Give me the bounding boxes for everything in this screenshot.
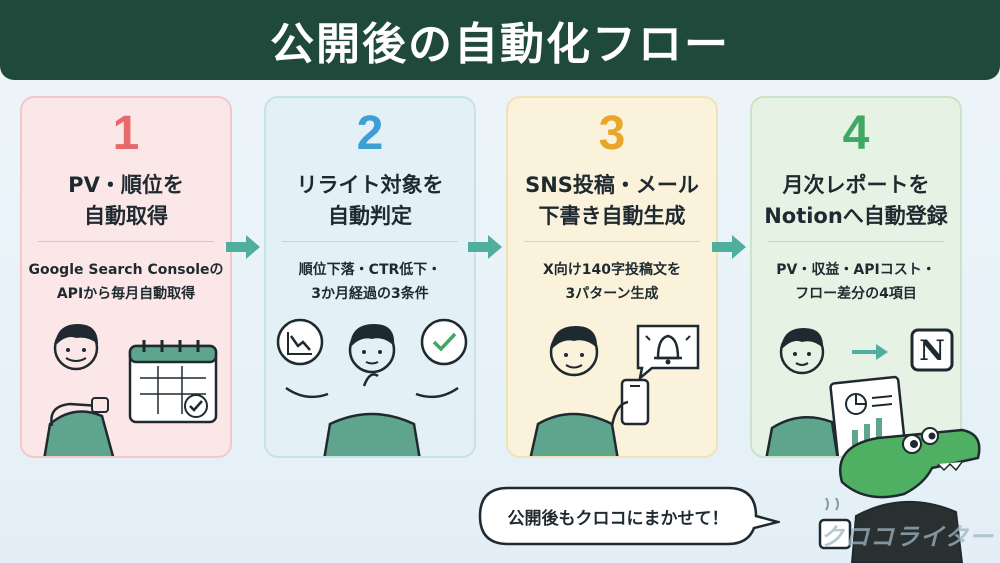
step-description: PV・収益・APIコスト・ フロー差分の4項目 [752, 258, 960, 306]
step-number: 4 [842, 107, 870, 160]
step-number: 2 [356, 107, 384, 160]
step-desc-line: X向け140字投稿文を [542, 262, 682, 278]
step-number: 1 [112, 107, 140, 160]
step-desc-line: 3か月経過の3条件 [311, 286, 429, 302]
speech-bubble-shape [478, 486, 780, 546]
step-description: 順位下落・CTR低下・ 3か月経過の3条件 [266, 258, 474, 306]
step-card-2: 2 リライト対象を 自動判定 順位下落・CTR低下・ 3か月経過の3条件 [264, 96, 476, 458]
step-title: PV・順位を 自動取得 [22, 170, 230, 232]
step-title-line: SNS投稿・メール [525, 173, 699, 197]
calendar-icon [128, 340, 218, 424]
header-banner: 公開後の自動化フロー [0, 0, 1000, 80]
speech-bubble: 公開後もクロコにまかせて！ [478, 486, 780, 546]
chart-and-check-illustration [276, 318, 468, 456]
step-title-line: 月次レポートを [782, 173, 930, 197]
notion-logo-icon: N [910, 328, 954, 372]
check-circle-icon [420, 318, 468, 366]
bell-notification-icon [636, 324, 700, 382]
phone-bell-illustration [529, 324, 700, 456]
step-desc-line: APIから毎月自動取得 [56, 286, 196, 302]
step-title-line: 自動判定 [328, 204, 412, 228]
declining-chart-icon [276, 318, 324, 366]
svg-text:N: N [919, 334, 945, 367]
step-title-line: 自動取得 [84, 204, 168, 228]
step-title-line: 下書き自動生成 [538, 204, 686, 228]
smartphone-icon [610, 378, 650, 427]
divider [38, 241, 214, 242]
brand-logo: クロコライター [820, 523, 995, 551]
coffee-cup-icon [818, 518, 852, 550]
arrow-right-icon [226, 235, 260, 259]
step-desc-line: PV・収益・APIコスト・ [776, 262, 936, 278]
step-desc-line: Google Search Consoleの [28, 262, 224, 278]
step-title: リライト対象を 自動判定 [266, 170, 474, 232]
step-description: Google Search Consoleの APIから毎月自動取得 [22, 258, 230, 306]
calendar-check-illustration [43, 324, 218, 456]
divider [282, 241, 458, 242]
person-icon [765, 328, 839, 456]
step-description: X向け140字投稿文を 3パターン生成 [508, 258, 716, 306]
divider [768, 241, 944, 242]
step-number: 3 [598, 107, 626, 160]
step-card-1: 1 PV・順位を 自動取得 Google Search Consoleの API… [20, 96, 232, 458]
arrow-right-icon [468, 235, 502, 259]
arrow-right-icon [712, 235, 746, 259]
step-title: 月次レポートを Notionへ自動登録 [752, 170, 960, 232]
step-card-3: 3 SNS投稿・メール 下書き自動生成 X向け140字投稿文を 3パターン生成 [506, 96, 718, 458]
crocodile-mascot-icon [818, 427, 981, 563]
person-icon [285, 324, 459, 456]
step-title-line: リライト対象を [296, 173, 444, 197]
person-icon [43, 324, 115, 456]
page-title: 公開後の自動化フロー [270, 19, 730, 70]
step-card-4: 4 月次レポートを Notionへ自動登録 PV・収益・APIコスト・ フロー差… [750, 96, 962, 458]
divider [524, 241, 700, 242]
step-desc-line: 順位下落・CTR低下・ [298, 262, 442, 278]
speech-text: 公開後もクロコにまかせて！ [507, 508, 729, 529]
step-title-line: PV・順位を [68, 173, 184, 197]
step-desc-line: 3パターン生成 [565, 286, 659, 302]
arrow-right-icon [852, 344, 888, 360]
step-title: SNS投稿・メール 下書き自動生成 [508, 170, 716, 232]
step-title-line: Notionへ自動登録 [764, 204, 948, 228]
person-icon [529, 326, 619, 456]
step-desc-line: フロー差分の4項目 [795, 286, 917, 302]
